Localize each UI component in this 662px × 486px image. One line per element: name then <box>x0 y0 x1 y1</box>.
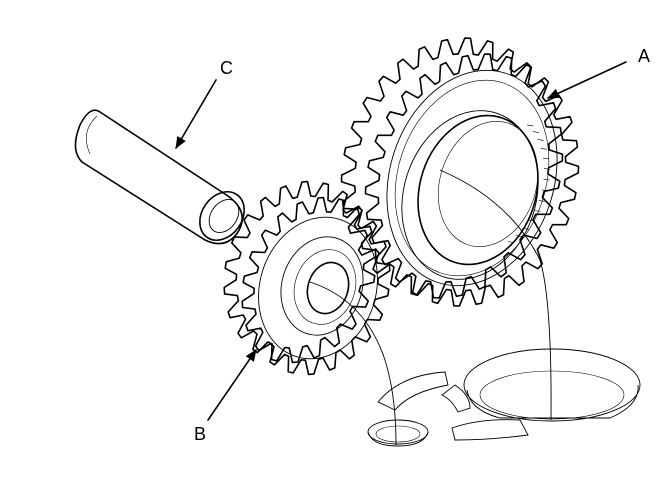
callout-c: C <box>175 58 233 149</box>
spline-hatch <box>541 189 548 192</box>
spline-hatch <box>543 168 551 170</box>
spline-hatch <box>540 148 547 150</box>
spline-hatch <box>522 228 529 230</box>
spline-hatch <box>543 178 550 181</box>
spline-hatch <box>538 200 545 202</box>
spline-hatch <box>532 131 539 133</box>
spline-hatch <box>543 157 550 160</box>
callout-a: A <box>547 46 650 99</box>
label-a: A <box>638 46 650 66</box>
spline-hatch <box>507 241 514 243</box>
spline-hatch <box>537 139 544 141</box>
large-gear-icon <box>340 37 580 421</box>
spline-hatch <box>515 235 522 237</box>
label-b: B <box>194 424 206 444</box>
label-c: C <box>220 58 233 78</box>
section-inset <box>367 348 641 447</box>
callout-b: B <box>194 349 257 444</box>
spline-hatch <box>529 219 536 222</box>
sleeve-tube-icon <box>74 109 245 245</box>
spline-hatch <box>527 124 534 127</box>
spline-hatch <box>534 210 541 212</box>
small-gear-icon <box>223 180 397 446</box>
